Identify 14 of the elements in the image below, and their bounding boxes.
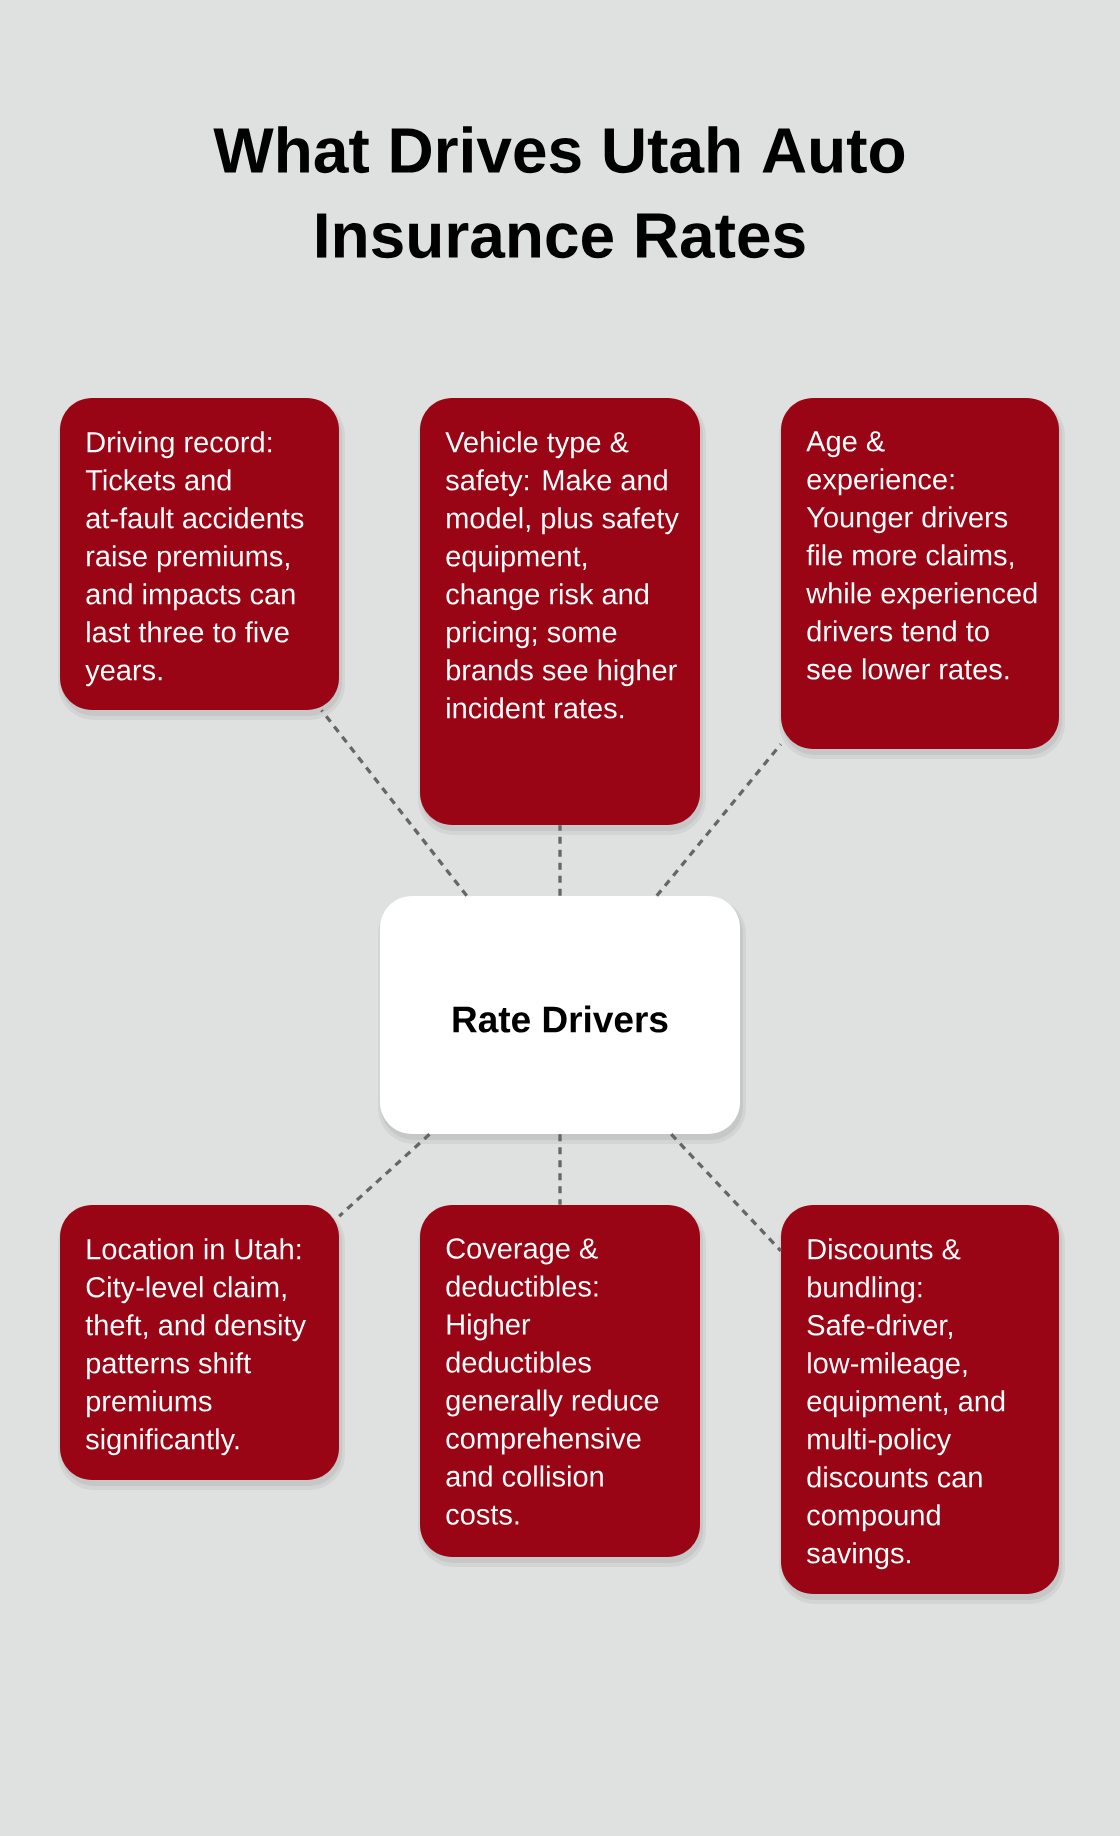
hub-box: Rate Drivers [378,896,746,1144]
connector-line [338,1133,431,1218]
connector-line [320,709,469,897]
connector-line [558,825,562,896]
text-box: Coverage & deductibles: Higher deductibles generally reduce comprehensive and collision costs. [418,1205,706,1567]
text-box: Location in Utah: City-level claim, theft, and density patterns shift premiums significantly. [58,1205,345,1490]
text-box: Driving record: Tickets and at-fault accidents raise premiums, and impacts can last three to five years. [58,398,345,720]
text-box: Age & experience: Younger drivers file more claims, while experienced drivers tend to see lower rates. [779,398,1065,759]
title: What Drives Utah Auto Insurance Rates [213,126,905,259]
connector-line [655,743,783,897]
connector-line [670,1133,782,1252]
text-box: Vehicle type & safety: Make and model, plus safety equipment, change risk and pricing; some brands see higher incident rates. [418,398,706,835]
connector-line [558,1134,562,1205]
text-box: Discounts & bundling: Safe-driver, low-mileage, equipment, and multi-policy discounts can compound savings. [779,1205,1065,1604]
